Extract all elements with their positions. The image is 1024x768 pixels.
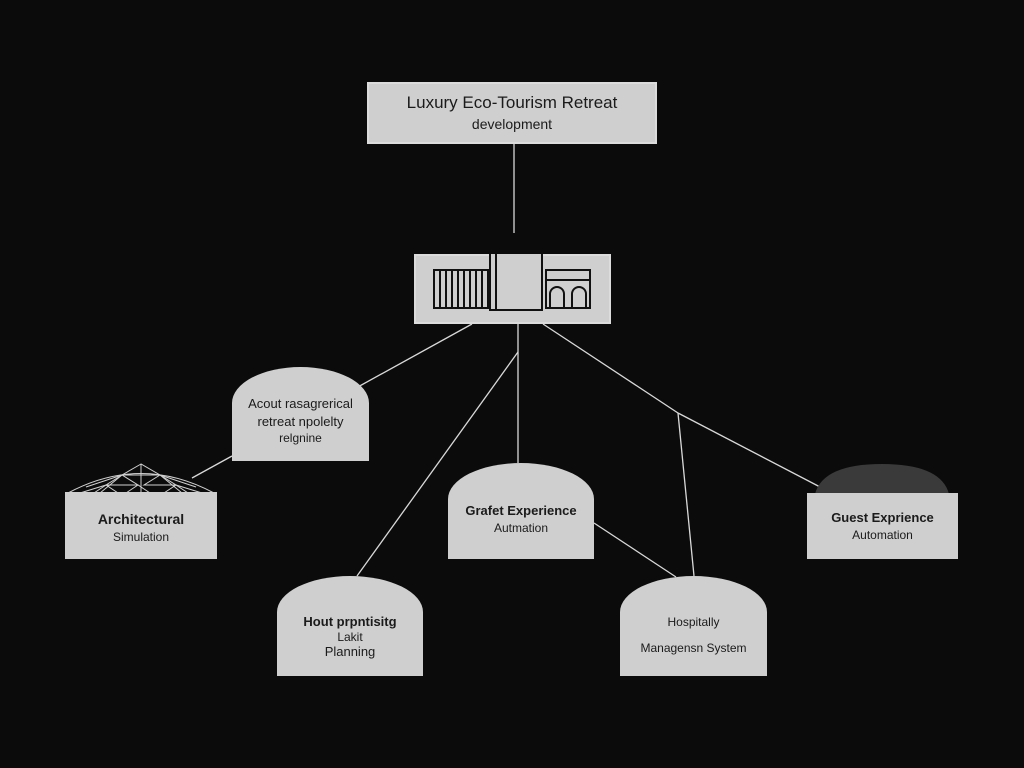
node-hospitality-title: Hospitally xyxy=(667,614,720,629)
node-guest-experience[interactable]: Guest Exprience Automation xyxy=(807,493,958,559)
node-grafet-title: Grafet Experience xyxy=(465,503,577,519)
connector-hub-resilience xyxy=(355,323,473,389)
dark-dome-shape xyxy=(815,464,949,494)
node-hout-title: Hout prpntisitg xyxy=(303,614,397,630)
connector-grafet-hospitality xyxy=(593,522,677,578)
geodesic-dome-icon xyxy=(67,463,215,494)
node-hospitality-management[interactable]: Hospitally Managensn System xyxy=(620,576,767,676)
node-architectural[interactable]: Architectural Simulation xyxy=(65,492,217,559)
connector-resilience-architectural xyxy=(191,455,233,479)
root-title: Luxury Eco-Tourism Retreat xyxy=(406,93,618,113)
node-hout-planning[interactable]: Hout prpntisitg Lakit Planning xyxy=(277,576,423,676)
node-guest-title: Guest Exprience xyxy=(831,510,934,526)
connector-hub-branch xyxy=(542,323,679,414)
connector-branch-hospitality xyxy=(677,412,695,577)
building-icon xyxy=(433,254,591,311)
node-resilience-line1: Acout rasagrerical xyxy=(248,396,353,412)
root-subtitle: development xyxy=(471,116,553,133)
node-guest-subtitle: Automation xyxy=(852,527,913,542)
node-architectural-title: Architectural xyxy=(97,510,185,527)
node-grafet-subtitle: Autmation xyxy=(493,520,549,535)
root-node[interactable]: Luxury Eco-Tourism Retreat development xyxy=(367,82,657,144)
node-hout-line3: Planning xyxy=(324,644,376,659)
node-architectural-subtitle: Simulation xyxy=(112,529,170,544)
node-hout-line2: Lakit xyxy=(337,630,363,644)
node-hospitality-subtitle: Managensn System xyxy=(640,641,747,655)
node-resilience-line3: relgnine xyxy=(279,431,322,446)
connector-branch-guest xyxy=(677,412,823,489)
node-resilience-line2: retreat npolelty xyxy=(257,413,344,429)
node-grafet-experience[interactable]: Grafet Experience Autmation xyxy=(448,463,594,559)
hub-node[interactable] xyxy=(414,254,611,324)
node-resilience[interactable]: Acout rasagrerical retreat npolelty relg… xyxy=(232,367,369,461)
connector-hub-hout xyxy=(356,351,519,577)
